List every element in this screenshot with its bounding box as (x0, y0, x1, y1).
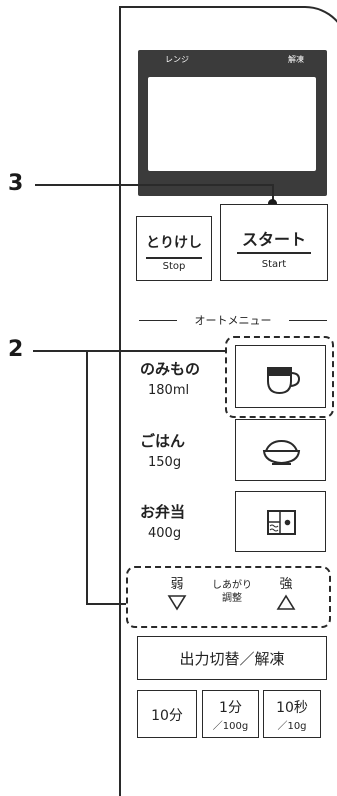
cup-icon (267, 367, 301, 395)
finish-adjust-label-line2: 調整 (222, 593, 242, 604)
callout-2-leader-vertical (86, 350, 88, 605)
callout-2-leader-bottom (86, 603, 126, 605)
ten-minutes-button[interactable]: 10分 (137, 690, 197, 738)
one-minute-sublabel: ／100g (212, 721, 249, 732)
start-button[interactable]: スタート Start (220, 204, 328, 281)
callout-number-2: 2 (8, 337, 24, 362)
auto-menu-bento-label: お弁当 (140, 503, 186, 521)
auto-menu-drink-qty: 180ml (148, 383, 190, 398)
start-button-rule (237, 252, 311, 254)
callout-3-dot (268, 199, 277, 208)
power-defrost-label: 出力切替／解凍 (179, 650, 285, 668)
ten-seconds-button[interactable]: 10秒 ／10g (263, 690, 321, 738)
power-defrost-button[interactable]: 出力切替／解凍 (137, 636, 327, 680)
display-label-defrost: 解凍 (288, 55, 304, 64)
finish-weak-button[interactable]: 弱 (152, 568, 202, 620)
bento-box-icon (267, 510, 296, 535)
one-minute-label: 1分 (219, 700, 242, 716)
auto-menu-drink-button[interactable] (235, 345, 326, 408)
triangle-down-icon (167, 595, 187, 611)
auto-menu-rice-button[interactable] (235, 419, 326, 481)
finish-adjust-group (126, 566, 331, 628)
display-screen (148, 77, 316, 171)
callout-2-leader-line (33, 350, 227, 352)
stop-button[interactable]: とりけし Stop (136, 216, 212, 281)
auto-menu-bento-qty: 400g (148, 526, 182, 541)
stop-button-rule (146, 257, 202, 259)
finish-strong-label: 強 (279, 577, 293, 592)
auto-menu-rule-left (139, 320, 177, 321)
callout-3-leader-line (35, 184, 273, 186)
one-minute-button[interactable]: 1分 ／100g (202, 690, 259, 738)
triangle-up-icon (276, 594, 296, 610)
stop-button-sublabel: Stop (162, 261, 186, 272)
auto-menu-drink-label: のみもの (140, 360, 201, 378)
callout-3-leader-drop (272, 184, 274, 202)
display-label-microwave: レンジ (165, 55, 189, 64)
start-button-sublabel: Start (261, 259, 287, 270)
callout-number-3: 3 (8, 171, 24, 196)
stop-button-label: とりけし (146, 235, 202, 251)
start-button-label: スタート (241, 230, 306, 249)
auto-menu-rice-qty: 150g (148, 455, 182, 470)
auto-menu-rice-label: ごはん (140, 432, 186, 450)
ten-seconds-label: 10秒 (276, 700, 308, 716)
auto-menu-bento-button[interactable] (235, 491, 326, 552)
ten-seconds-sublabel: ／10g (277, 721, 307, 732)
auto-menu-rule-right (289, 320, 327, 321)
finish-adjust-label-line1: しあがり (212, 580, 252, 591)
rice-bowl-icon (262, 439, 301, 465)
highlight-drink-button (225, 336, 334, 418)
finish-strong-button[interactable]: 強 (261, 568, 311, 620)
auto-menu-heading: オートメニュー (194, 314, 272, 327)
ten-minutes-label: 10分 (151, 708, 183, 724)
finish-weak-label: 弱 (170, 577, 184, 592)
